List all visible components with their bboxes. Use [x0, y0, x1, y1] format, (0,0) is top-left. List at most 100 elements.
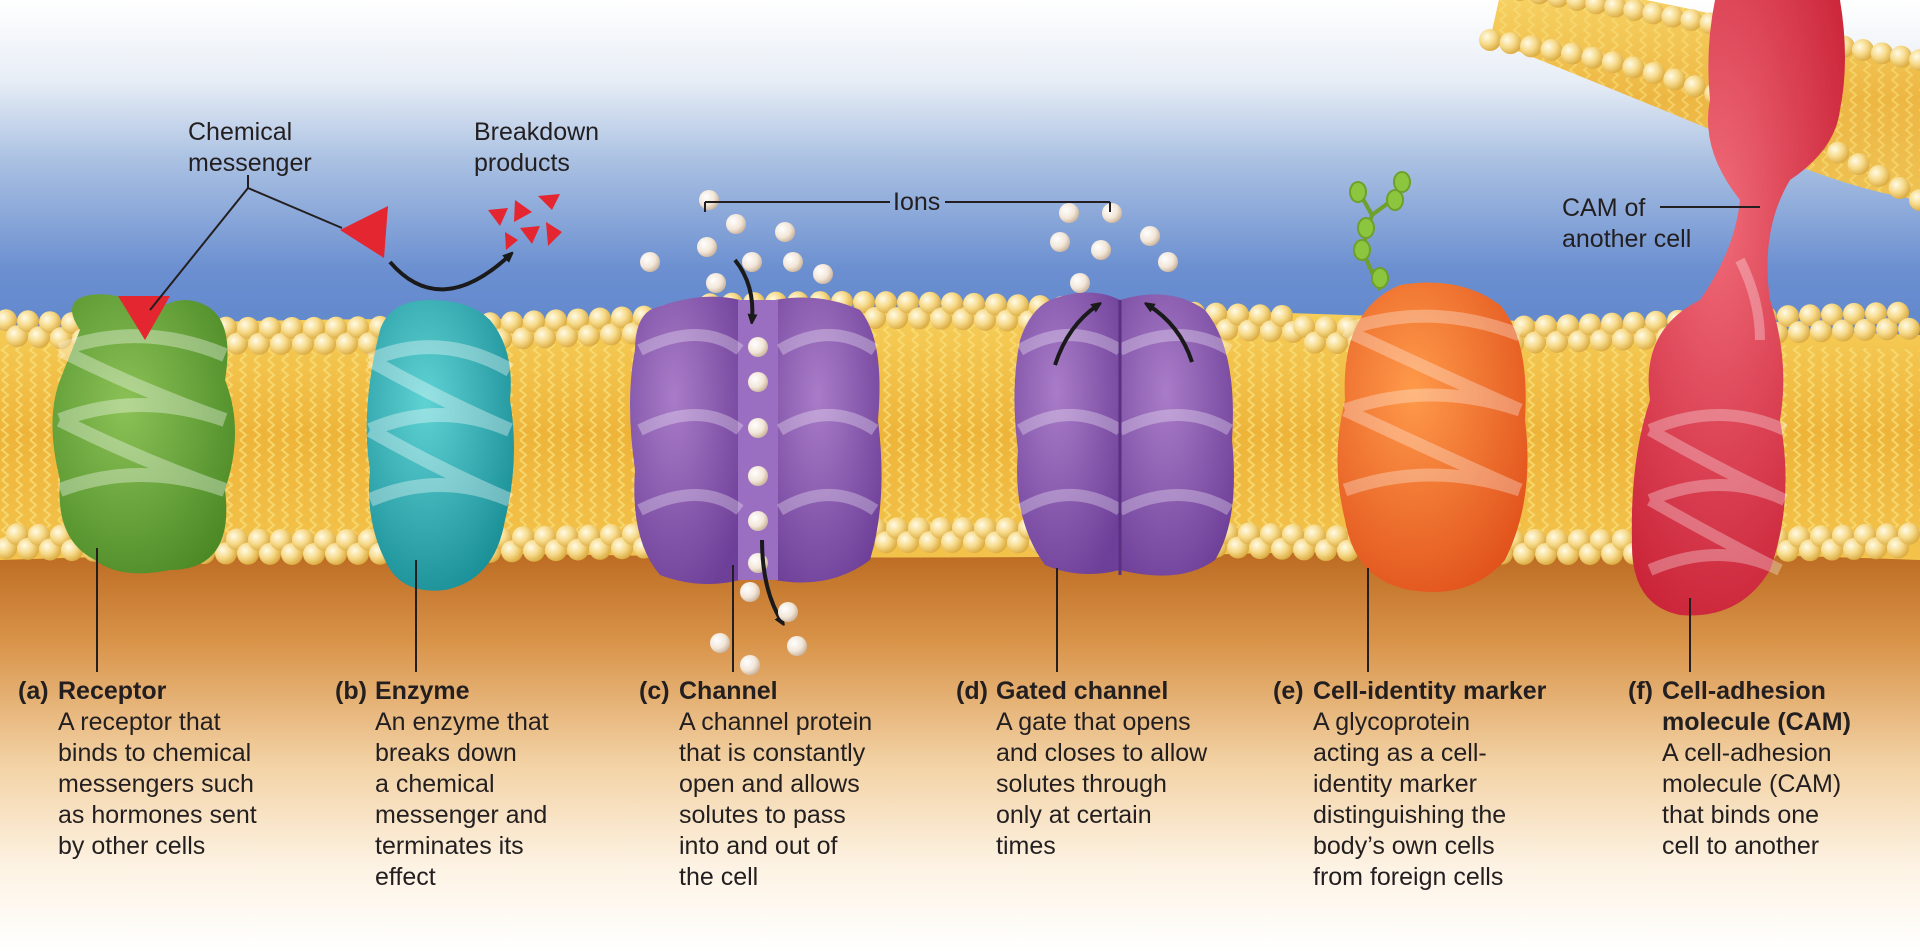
phospholipid-head: [952, 308, 974, 331]
phospholipid-head: [1535, 314, 1557, 337]
phospholipid-head: [248, 332, 270, 355]
leader-lines: [96, 175, 1760, 672]
phospholipid-head: [864, 307, 886, 330]
phospholipid-head: [1623, 311, 1645, 334]
phospholipid-head: [1898, 522, 1920, 545]
phospholipid-head: [336, 332, 358, 355]
phospholipid-head: [1909, 49, 1920, 71]
phospholipid-head: [1499, 32, 1522, 55]
phospholipid-head: [1847, 153, 1870, 176]
phospholipid-head: [226, 332, 248, 355]
phospholipid-head: [1216, 318, 1238, 341]
ion: [783, 252, 803, 272]
phospholipid-head: [1007, 294, 1029, 317]
phospholipid-head: [1560, 42, 1583, 65]
ion: [748, 466, 768, 486]
caption-description: A glycoprotein acting as a cell- identit…: [1313, 708, 1507, 891]
phospholipid-head: [1777, 305, 1799, 328]
phospholipid-head: [1604, 0, 1627, 18]
phospholipid-head: [919, 291, 941, 314]
phospholipid-head: [1889, 45, 1912, 68]
phospholipid-head: [50, 327, 72, 350]
caption-description: A cell-adhesion molecule (CAM) that bind…: [1662, 739, 1842, 860]
phospholipid-head: [1515, 0, 1525, 1]
phospholipid-head: [1645, 310, 1667, 333]
phospholipid-head: [578, 324, 600, 347]
phospholipid-head: [1663, 68, 1686, 91]
phospholipid-head: [1865, 302, 1887, 325]
phospholipid-head: [1513, 315, 1535, 338]
channel-protein: [630, 296, 882, 584]
phospholipid-head: [1601, 51, 1624, 74]
phospholipid-head: [358, 332, 380, 355]
phospholipid-head: [1909, 189, 1920, 211]
phospholipid-head: [270, 332, 292, 355]
ion: [699, 190, 719, 210]
phospholipid-head: [1843, 302, 1865, 325]
caption-title: Channel: [679, 677, 778, 705]
phospholipid-head: [1249, 304, 1271, 327]
phospholipid-head: [501, 311, 523, 334]
phospholipid-head: [534, 326, 556, 349]
ion: [697, 237, 717, 257]
gated-channel-protein: [1014, 292, 1234, 576]
phospholipid-head: [1642, 2, 1665, 25]
ion: [813, 264, 833, 284]
phospholipid-head: [1326, 332, 1348, 355]
phospholipid-head: [1293, 315, 1315, 338]
ion: [710, 633, 730, 653]
breakdown-products: [488, 194, 562, 250]
phospholipid-head: [1661, 5, 1684, 28]
channel-arrow-out: [760, 539, 782, 622]
phospholipid-head: [1547, 0, 1569, 8]
phospholipid-head: [556, 325, 578, 348]
ion: [1050, 232, 1070, 252]
caption-tag: (c): [639, 677, 670, 705]
phospholipid-head: [1810, 320, 1832, 343]
phospholipid-head: [1227, 303, 1249, 326]
phospholipid-head: [512, 327, 534, 350]
chemical-messenger-bound: [118, 296, 170, 340]
phospholipid-head: [28, 326, 50, 349]
phospholipid-head: [1315, 316, 1337, 339]
phospholipid-head: [1585, 0, 1608, 15]
phospholipid-head: [853, 291, 875, 314]
phospholipid-head: [600, 323, 622, 346]
cell-identity-marker-protein: [1337, 282, 1528, 592]
caption-title: Receptor: [58, 677, 167, 705]
ion: [778, 602, 798, 622]
caption-title: Gated channel: [996, 677, 1169, 705]
phospholipid-head: [1566, 0, 1589, 11]
caption-tag: (e): [1273, 677, 1304, 705]
chemical-messenger: [340, 206, 388, 258]
caption-title: Cell-adhesion molecule (CAM): [1662, 677, 1851, 736]
phospholipid-head: [908, 307, 930, 330]
phospholipid-head: [1579, 313, 1601, 336]
phospholipid-head: [523, 310, 545, 333]
phospholipid-head: [1271, 304, 1293, 327]
enzyme-arrow: [388, 255, 510, 292]
ion: [740, 582, 760, 602]
phospholipid-head: [1851, 39, 1874, 61]
phospholipid-head: [1581, 46, 1604, 69]
phospholipid-head: [1601, 312, 1623, 335]
phospholipid-head: [1622, 56, 1645, 79]
phospholipid-head: [941, 292, 963, 315]
phospholipid-head: [1590, 329, 1612, 352]
phospholipid-head: [1546, 330, 1568, 353]
ion: [1140, 226, 1160, 246]
phospholipid-head: [1887, 301, 1909, 324]
ion: [1070, 273, 1090, 293]
phospholipid-head: [259, 316, 281, 339]
phospholipid-head: [292, 332, 314, 355]
phospholipid-head: [314, 332, 336, 355]
phospholipid-head: [39, 311, 61, 334]
ion: [706, 273, 726, 293]
phospholipid-head: [1524, 331, 1546, 354]
phospholipid-head: [567, 308, 589, 331]
caption-tag: (f): [1628, 677, 1653, 705]
phospholipid-head: [545, 309, 567, 332]
ion: [726, 214, 746, 234]
caption-description: A gate that opens and closes to allow so…: [996, 708, 1208, 860]
